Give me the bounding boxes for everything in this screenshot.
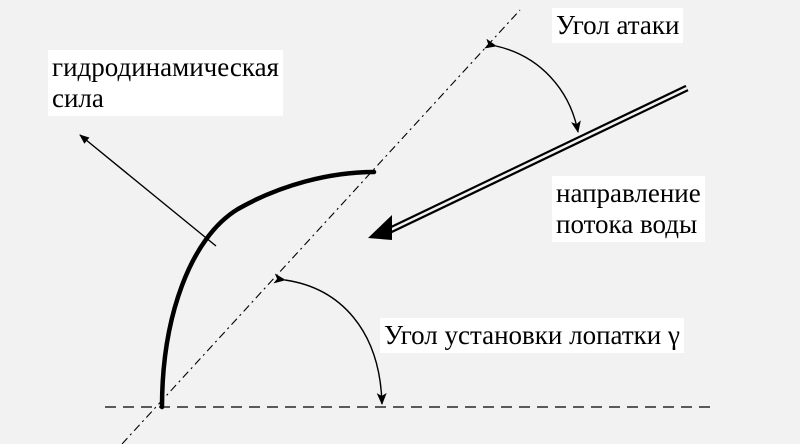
reference-dashdot-line	[121, 9, 521, 444]
water-flow-line-1: направление	[556, 178, 701, 208]
angle-of-attack-text: Угол атаки	[556, 10, 680, 40]
blade-setting-angle-text: Угол установки лопатки γ	[384, 320, 680, 350]
blade-arc	[159, 169, 377, 410]
force-arrow	[79, 134, 217, 247]
hydrodynamic-force-line-1: гидродинамическая	[52, 52, 279, 82]
setting-angle-arc	[273, 273, 387, 405]
water-flow-arrow	[368, 84, 689, 240]
water-flow-label: направление потока воды	[552, 176, 705, 242]
angle-of-attack-label: Угол атаки	[552, 8, 684, 43]
water-flow-line-2: потока воды	[556, 209, 698, 239]
attack-angle-arc	[484, 38, 581, 133]
hydrodynamic-force-line-2: сила	[52, 83, 104, 113]
hydrodynamic-force-label: гидродинамическая сила	[48, 50, 283, 116]
blade-setting-angle-label: Угол установки лопатки γ	[380, 318, 684, 353]
